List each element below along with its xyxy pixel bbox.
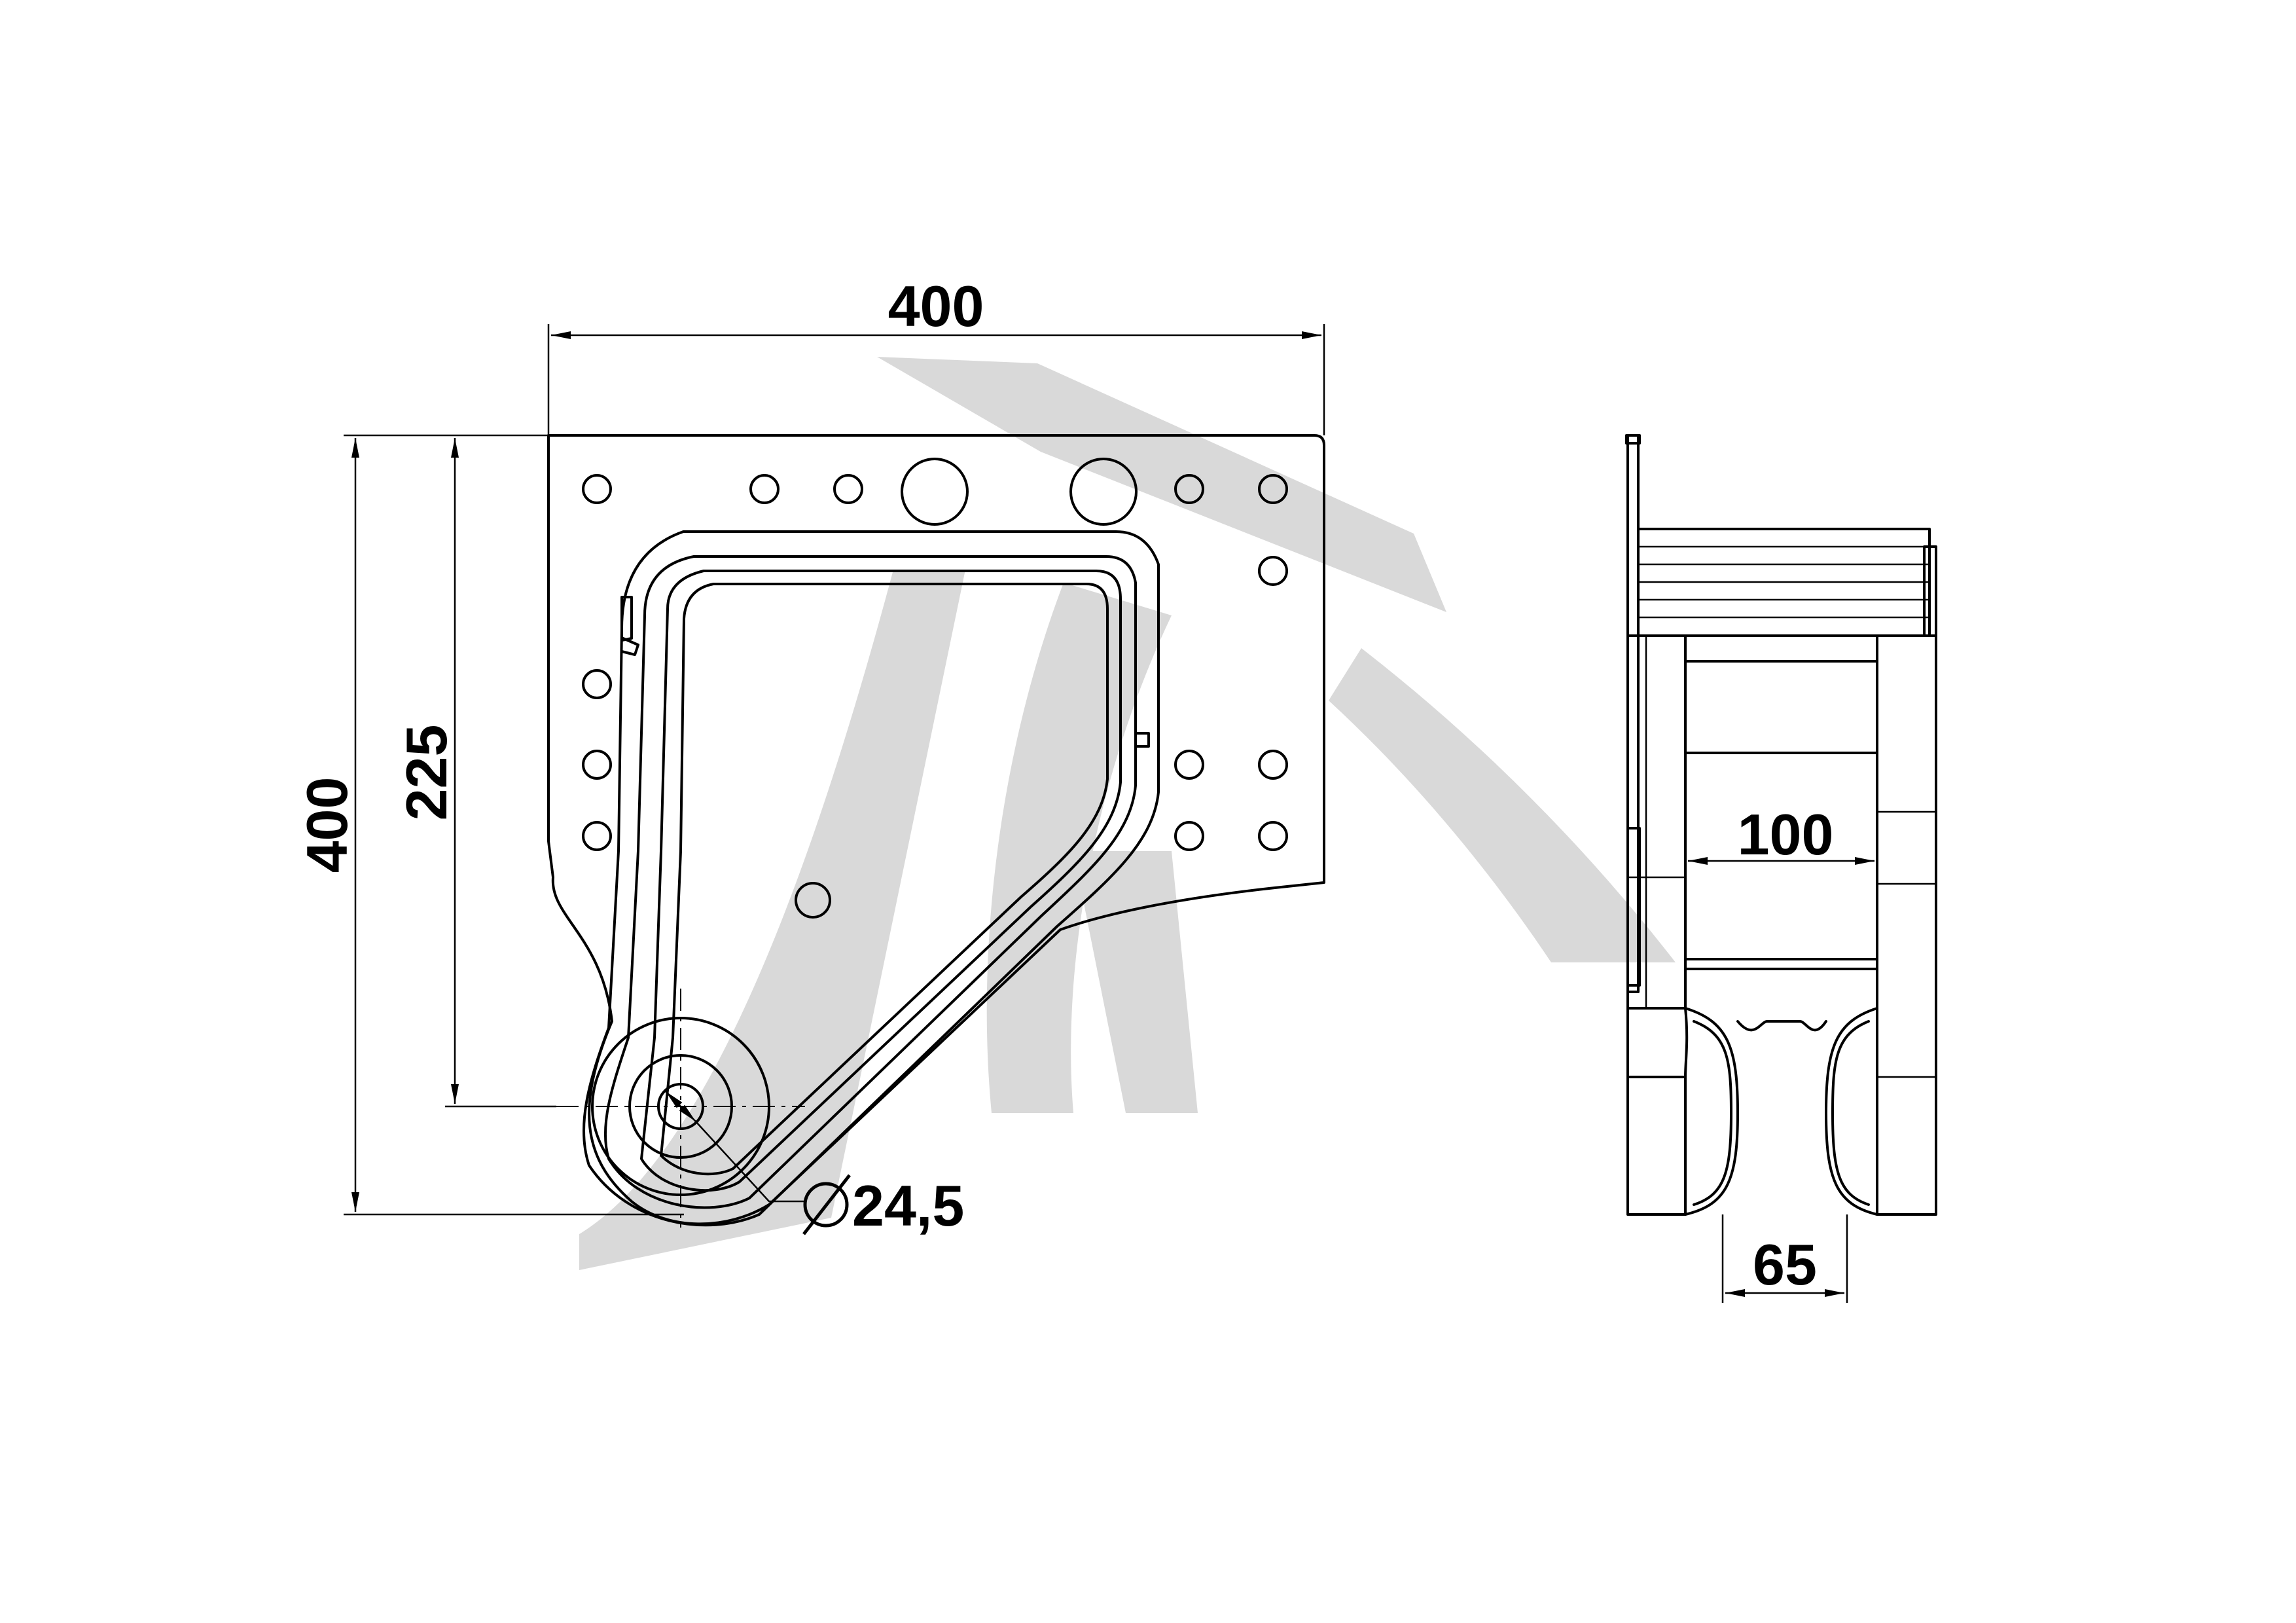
dimension-label-inner-width: 100 bbox=[1738, 802, 1834, 867]
watermark-middle-leg bbox=[986, 583, 1172, 1113]
hole bbox=[582, 821, 612, 851]
hole bbox=[582, 669, 612, 699]
belt-clip-right bbox=[1134, 732, 1150, 748]
dimension-pivot-height: 225 bbox=[394, 438, 556, 1108]
wheel-gap-curve bbox=[1736, 1020, 1827, 1032]
side-wheels bbox=[1684, 1007, 1878, 1216]
hole bbox=[833, 474, 863, 504]
hole bbox=[1174, 750, 1204, 780]
opening-outer bbox=[640, 570, 1122, 1192]
diameter-symbol-icon bbox=[802, 1174, 851, 1235]
dimension-front-width: 400 bbox=[547, 274, 1325, 435]
watermark-left-leg bbox=[579, 570, 965, 1270]
hole bbox=[1174, 821, 1204, 851]
right-wheel bbox=[1825, 1007, 1878, 1216]
center-track bbox=[1684, 660, 1878, 970]
dimension-label-pivot-height: 225 bbox=[394, 725, 459, 821]
left-arm-lower bbox=[1626, 1007, 1689, 1078]
large-hole bbox=[901, 458, 969, 526]
hole bbox=[1258, 556, 1288, 586]
side-plate-top bbox=[1625, 434, 1641, 445]
dimension-wheel-gap: 65 bbox=[1721, 1214, 1848, 1303]
dimension-label-front-width: 400 bbox=[888, 274, 984, 338]
hole bbox=[1258, 821, 1288, 851]
hole bbox=[1258, 750, 1288, 780]
hole bbox=[795, 882, 831, 919]
mounting-holes bbox=[582, 458, 1288, 919]
watermark-lower-middle bbox=[1073, 851, 1198, 1113]
belt-clip-left bbox=[620, 596, 639, 656]
large-hole bbox=[1069, 458, 1138, 526]
front-view: 400 400 225 24,5 bbox=[295, 274, 1325, 1238]
left-wheel-inner bbox=[1693, 1020, 1732, 1206]
right-wheel-inner bbox=[1831, 1020, 1870, 1206]
dimension-line bbox=[665, 1091, 696, 1122]
hole bbox=[1174, 474, 1204, 504]
left-wheel-plate bbox=[1626, 1076, 1687, 1216]
dimension-label-pin-diameter: 24,5 bbox=[852, 1173, 964, 1238]
hole bbox=[1258, 474, 1288, 504]
watermark-right-arm bbox=[1329, 648, 1676, 962]
dimension-pin-diameter: 24,5 bbox=[665, 1091, 964, 1238]
top-bracket bbox=[1637, 528, 1937, 637]
side-view: 100 65 bbox=[1625, 434, 1937, 1303]
dimension-label-front-height: 400 bbox=[295, 777, 359, 873]
hole bbox=[582, 474, 612, 504]
company-logo-watermark bbox=[579, 357, 1676, 1270]
left-arm-strip bbox=[1626, 827, 1641, 987]
right-arm-body bbox=[1876, 634, 1937, 1216]
dimension-inner-width: 100 bbox=[1688, 802, 1874, 867]
left-wheel bbox=[1684, 1007, 1739, 1216]
hole bbox=[582, 750, 612, 780]
watermark-top-bar bbox=[877, 357, 1446, 612]
leader-line bbox=[695, 1121, 805, 1203]
right-arm bbox=[1876, 634, 1937, 1216]
dimension-label-wheel-gap: 65 bbox=[1753, 1232, 1817, 1297]
opening-inner bbox=[660, 583, 1109, 1176]
hole bbox=[749, 474, 780, 504]
dimension-front-height: 400 bbox=[295, 434, 684, 1216]
